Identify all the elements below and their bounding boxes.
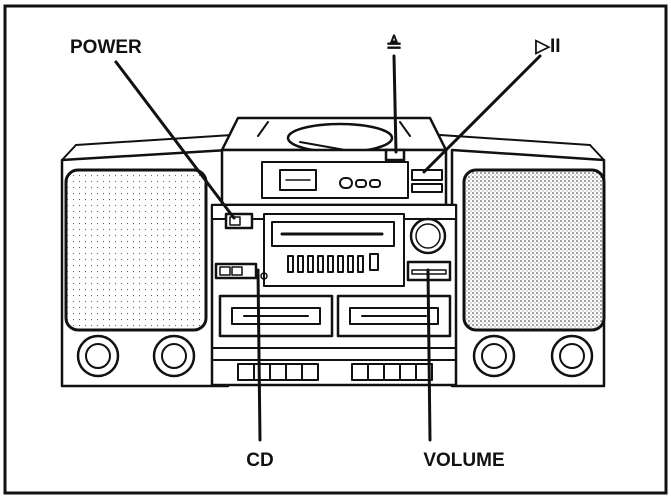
right-speaker-knob-2 — [550, 334, 594, 378]
left-speaker-knob-2 — [152, 334, 196, 378]
cd-label: CD — [246, 450, 273, 471]
cd-button-3[interactable] — [369, 179, 381, 188]
cassette-deck-left — [218, 294, 334, 338]
eject-label: ≜ — [386, 34, 403, 57]
cd-function-button[interactable] — [214, 262, 258, 280]
cd-lid — [286, 122, 394, 154]
cassette-deck-right — [336, 294, 452, 338]
power-leader — [114, 60, 236, 220]
tuning-knob[interactable] — [409, 217, 447, 255]
cd-top-unit — [220, 116, 448, 207]
right-speaker-knob-1 — [472, 334, 516, 378]
main-body — [210, 203, 458, 387]
right-speaker — [439, 134, 606, 388]
volume-label: VOLUME — [423, 450, 504, 471]
left-speaker — [60, 134, 233, 388]
stop-button[interactable] — [411, 183, 443, 193]
cd-button-2[interactable] — [355, 179, 367, 188]
eject-leader — [392, 54, 398, 154]
cassette-buttons-left[interactable] — [237, 363, 319, 381]
right-speaker-grille — [462, 168, 606, 332]
play-pause-leader — [422, 54, 542, 174]
cassette-buttons-right[interactable] — [351, 363, 433, 381]
equalizer-sliders — [287, 253, 379, 273]
cd-button-1[interactable] — [339, 177, 353, 189]
leader-lines — [114, 54, 542, 442]
left-speaker-knob-1 — [76, 334, 120, 378]
cd-leader — [256, 268, 262, 442]
power-label: POWER — [70, 37, 142, 58]
volume-leader — [426, 268, 432, 442]
play-pause-label: ▷II — [534, 36, 560, 57]
left-speaker-grille — [64, 168, 208, 332]
